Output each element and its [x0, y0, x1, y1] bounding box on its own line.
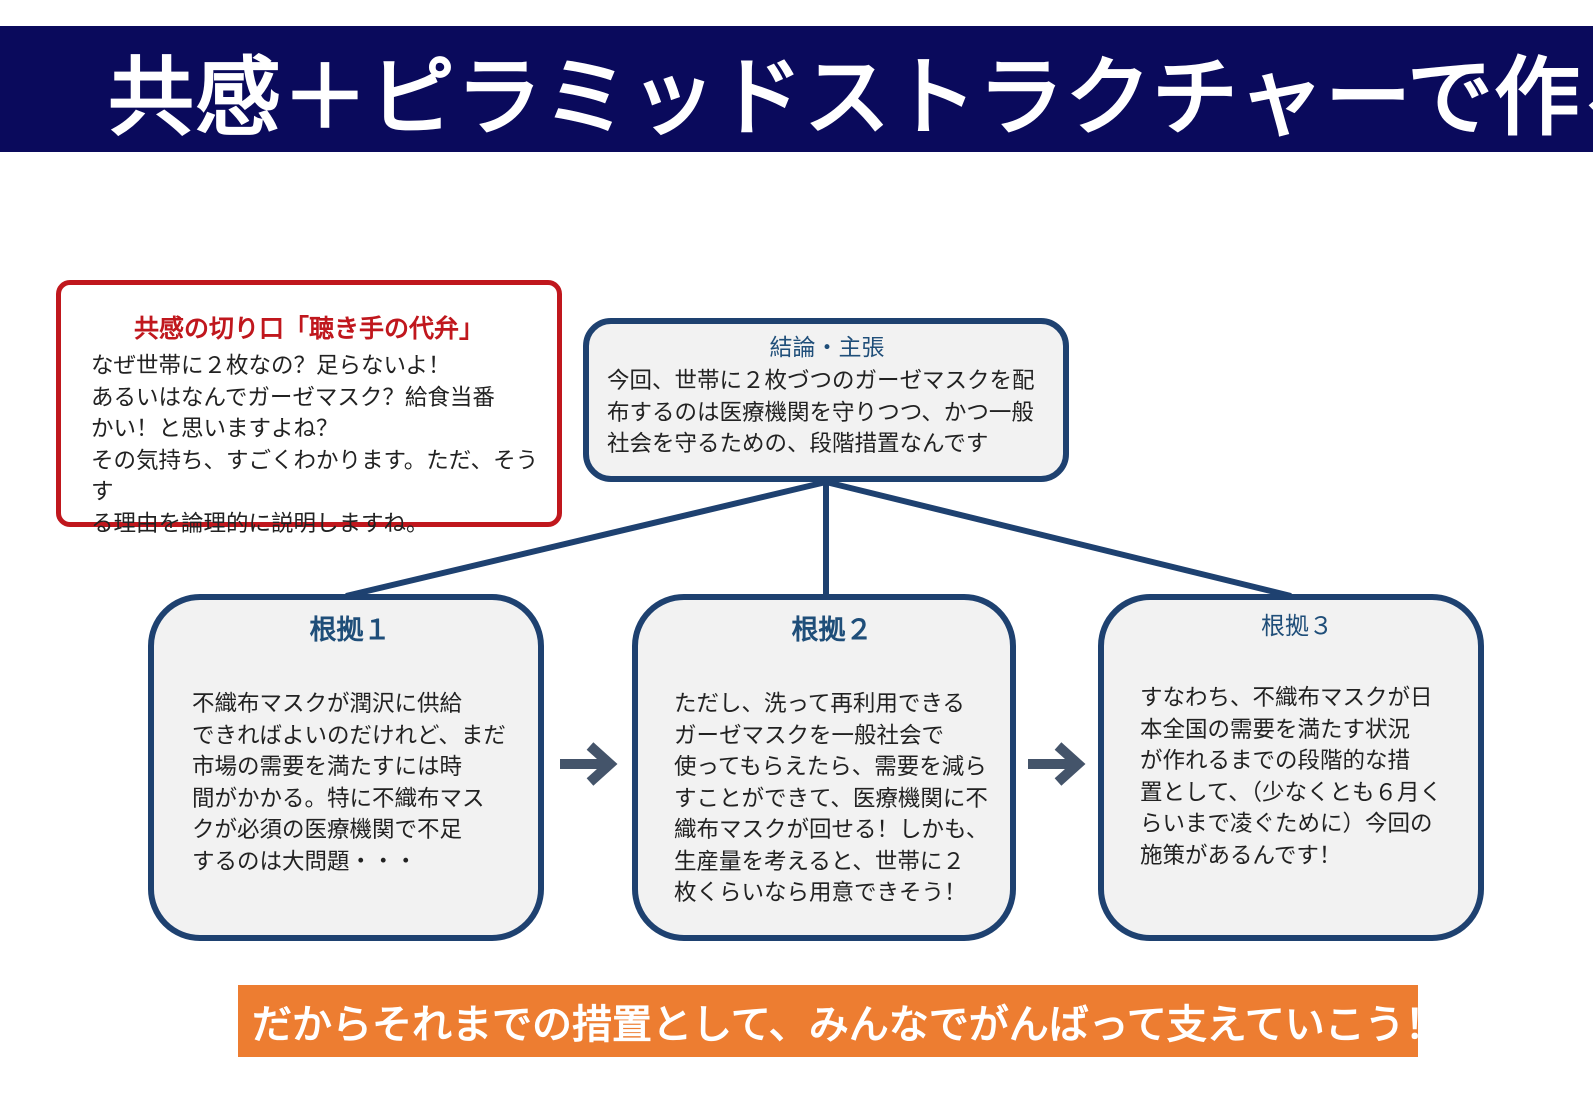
conclusion-banner: だからそれまでの措置として、みんなでがんばって支えていこう！: [238, 985, 1445, 1057]
header-bar: [0, 26, 1593, 152]
connector-to-evidence-3: [825, 479, 1292, 599]
right-arrow-icon: [1028, 742, 1086, 786]
evidence-body-2: ただし、洗って再利用できる ガーゼマスクを一般社会で 使ってもらえたら、需要を減…: [674, 691, 989, 906]
connector-to-evidence-1: [345, 479, 827, 599]
conclusion-body: 今回、世帯に２枚づつのガーゼマスクを配 布するのは医療機関を守りつつ、かつ一般 …: [607, 368, 1035, 457]
empathy-heading: 共感の切り口「聴き手の代弁」: [133, 314, 484, 343]
right-arrow-icon: [560, 742, 618, 786]
empathy-body: なぜ世帯に２枚なの？足らないよ！ あるいはなんでガーゼマスク？給食当番 かい！と…: [91, 353, 539, 537]
page-title: 共感＋ピラミッドストラクチャーで作る: [108, 47, 1593, 148]
evidence-node-1: 根拠１ 不織布マスクが潤沢に供給 できればよいのだけれど、まだ 市場の需要を満た…: [148, 594, 544, 941]
evidence-body-3: すなわち、不織布マスクが日 本全国の需要を満たす状況 が作れるまでの段階的な措 …: [1140, 685, 1442, 869]
conclusion-title: 結論・主張: [769, 335, 885, 361]
evidence-title-2: 根拠２: [791, 615, 873, 646]
evidence-node-3: 根拠３ すなわち、不織布マスクが日 本全国の需要を満たす状況 が作れるまでの段階…: [1098, 594, 1484, 941]
empathy-box: 共感の切り口「聴き手の代弁」 なぜ世帯に２枚なの？足らないよ！ あるいはなんでガ…: [56, 280, 562, 537]
evidence-title-3: 根拠３: [1261, 612, 1333, 640]
evidence-title-1: 根拠１: [309, 615, 391, 646]
evidence-node-2: 根拠２ ただし、洗って再利用できる ガーゼマスクを一般社会で 使ってもらえたら、…: [632, 594, 1016, 941]
evidence-body-1: 不織布マスクが潤沢に供給 できればよいのだけれど、まだ 市場の需要を満たすには時…: [192, 691, 506, 875]
conclusion-node: 結論・主張 今回、世帯に２枚づつのガーゼマスクを配 布するのは医療機関を守りつつ…: [583, 318, 1069, 482]
